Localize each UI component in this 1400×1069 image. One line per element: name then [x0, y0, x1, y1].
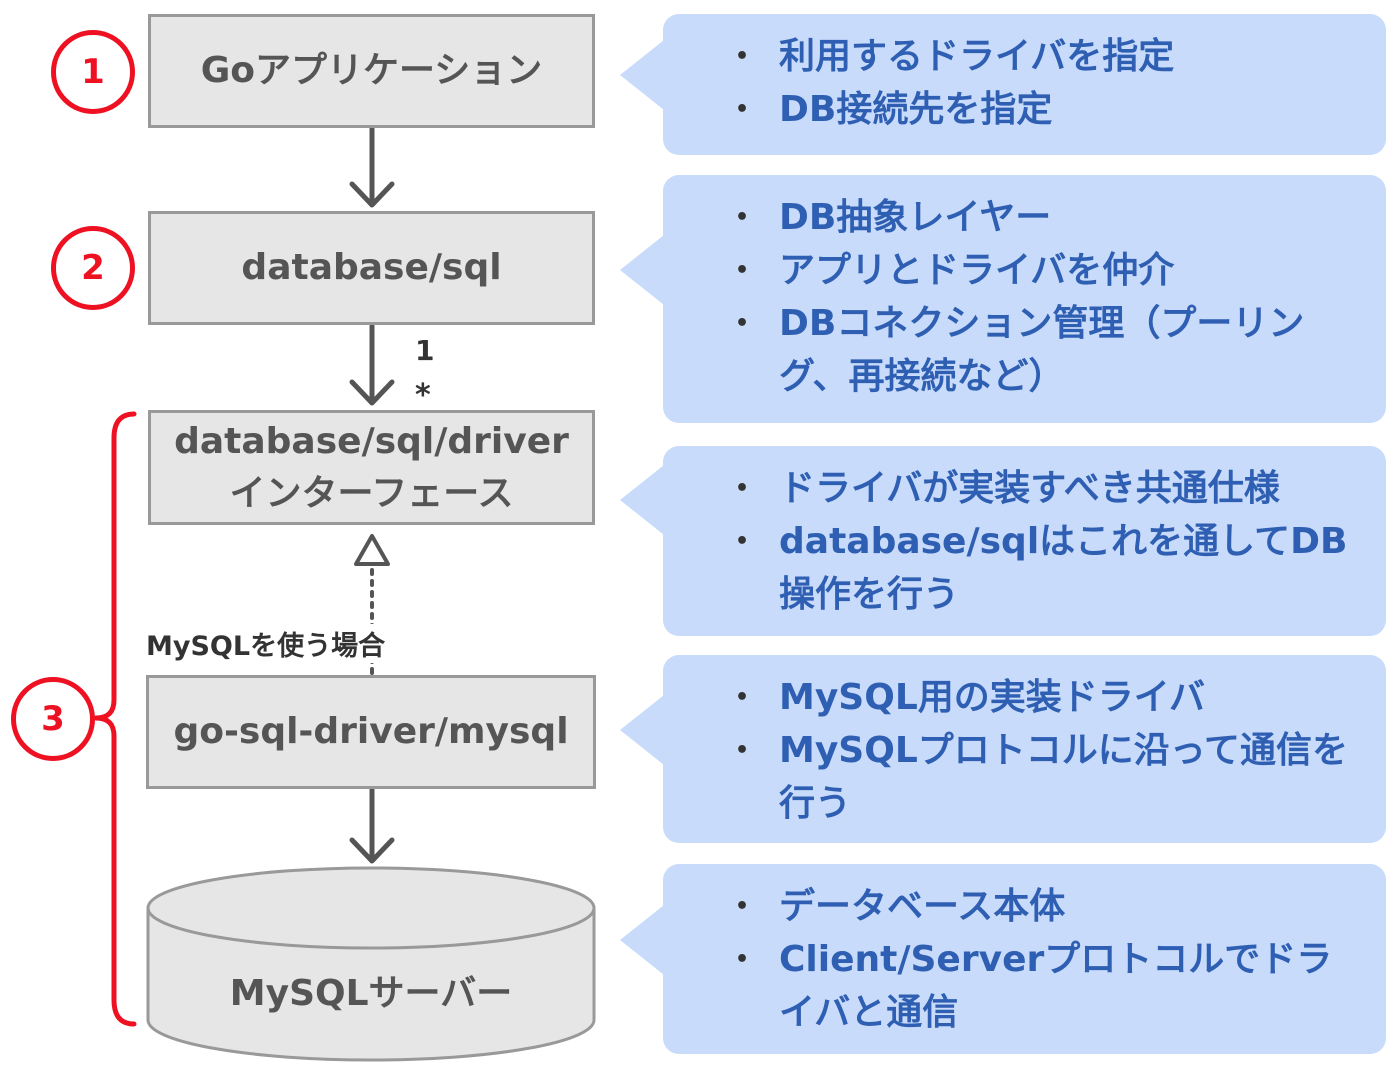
note-mysql-server-item: Client/Serverプロトコルでドライバと通信 — [663, 933, 1386, 1039]
step-badge-1: 1 — [51, 30, 135, 114]
database-sql-box: database/sql — [148, 211, 595, 325]
driver-interface-label-line1: database/sql/driver — [174, 420, 569, 462]
note-go-application-item: 利用するドライバを指定 — [663, 30, 1386, 83]
note-go-application: 利用するドライバを指定 DB接続先を指定 — [663, 14, 1386, 155]
note-go-application-item: DB接続先を指定 — [663, 83, 1386, 136]
multiplicity-many-label: * — [415, 378, 431, 413]
note-database-sql-item: DBコネクション管理（プーリング、再接続など） — [663, 297, 1386, 403]
go-application-box: Goアプリケーション — [148, 14, 595, 128]
mysql-server-label: MySQLサーバー — [229, 973, 513, 1014]
note-mysql-driver-item: MySQLプロトコルに沿って通信を行う — [663, 724, 1386, 830]
driver-interface-box: database/sql/driver インターフェース — [148, 410, 595, 525]
note-driver-interface: ドライバが実装すべき共通仕様 database/sqlはこれを通してDB操作を行… — [663, 446, 1386, 636]
go-application-label: Goアプリケーション — [200, 50, 543, 91]
multiplicity-one-label: 1 — [415, 334, 435, 367]
note-mysql-server-item: データベース本体 — [663, 880, 1386, 933]
step-badge-3: 3 — [11, 677, 95, 761]
note-mysql-server: データベース本体 Client/Serverプロトコルでドライバと通信 — [663, 864, 1386, 1054]
note-database-sql-item: アプリとドライバを仲介 — [663, 244, 1386, 297]
database-sql-label: database/sql — [241, 247, 502, 288]
callout-pointer-mysql-driver — [620, 695, 664, 765]
callout-pointer-go-app — [620, 40, 664, 110]
note-database-sql-item: DB抽象レイヤー — [663, 191, 1386, 244]
step-badge-2: 2 — [51, 226, 135, 310]
arrow-driver-to-server — [349, 786, 395, 864]
note-driver-interface-item: database/sqlはこれを通してDB操作を行う — [663, 515, 1386, 621]
callout-pointer-driver-interface — [620, 465, 664, 535]
mysql-driver-label: go-sql-driver/mysql — [173, 711, 569, 752]
driver-interface-label-line2: インターフェース — [229, 472, 514, 514]
callout-pointer-database-sql — [620, 235, 664, 305]
mysql-driver-box: go-sql-driver/mysql — [146, 675, 596, 789]
arrow-go-to-database-sql — [349, 125, 395, 208]
note-mysql-driver-item: MySQL用の実装ドライバ — [663, 671, 1386, 724]
note-driver-interface-item: ドライバが実装すべき共通仕様 — [663, 462, 1386, 515]
callout-pointer-mysql-server — [620, 905, 664, 975]
note-mysql-driver: MySQL用の実装ドライバ MySQLプロトコルに沿って通信を行う — [663, 655, 1386, 843]
arrow-database-sql-to-driver — [349, 323, 395, 406]
mysql-case-label: MySQLを使う場合 — [146, 624, 388, 663]
group-three-brace — [93, 411, 137, 1027]
note-database-sql: DB抽象レイヤー アプリとドライバを仲介 DBコネクション管理（プーリング、再接… — [663, 175, 1386, 423]
mysql-server-cylinder — [146, 866, 596, 1062]
